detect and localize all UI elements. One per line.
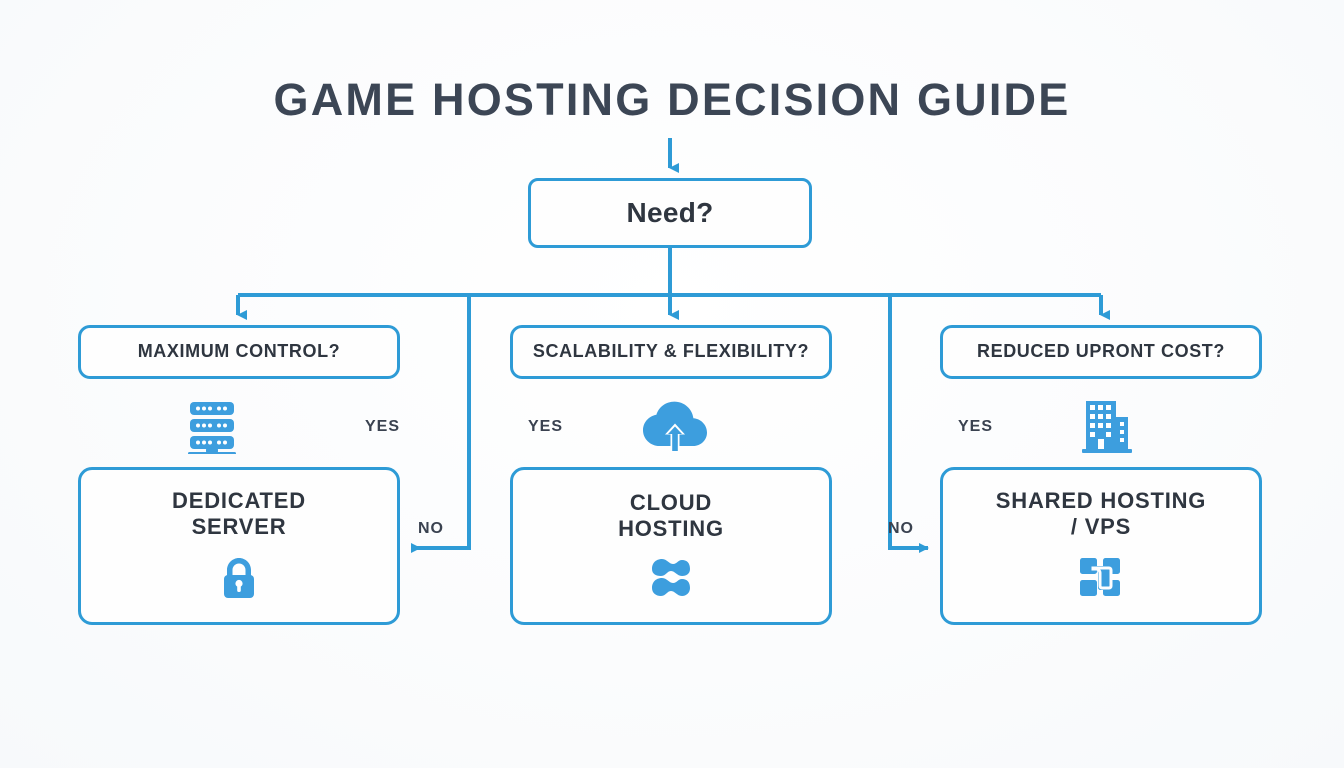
node-result-shared-hosting-vps[interactable]: SHARED HOSTING / VPS [940, 467, 1262, 625]
node-question-maximum-control-label: MAXIMUM CONTROL? [137, 341, 341, 362]
office-building-icon [1080, 399, 1134, 455]
page-title: GAME HOSTING DECISION GUIDE [273, 74, 1071, 125]
branch-yes-label-scalability-flexibility: YES [528, 418, 564, 435]
cloud-upload-icon [642, 401, 708, 453]
node-question-scalability-flexibility-label: SCALABILITY & FLEXIBILITY? [532, 341, 810, 362]
node-result-shared-hosting-vps-label: SHARED HOSTING / VPS [996, 488, 1206, 540]
node-result-shared-hosting-vps-line1: SHARED HOSTING [995, 488, 1207, 514]
edge-no-right [888, 296, 929, 553]
node-question-maximum-control[interactable]: MAXIMUM CONTROL? [78, 325, 400, 379]
vps-blocks-icon [1078, 556, 1124, 600]
edge-label-no-right: NO [888, 520, 914, 537]
node-result-cloud-hosting-line1: CLOUD [629, 490, 713, 516]
node-result-cloud-hosting-label: CLOUD HOSTING [618, 490, 724, 542]
node-need[interactable]: Need? [528, 178, 812, 248]
server-rack-icon [186, 400, 238, 454]
node-result-cloud-hosting[interactable]: CLOUD HOSTING [510, 467, 832, 625]
node-result-shared-hosting-vps-line2: / VPS [1070, 514, 1132, 539]
node-result-dedicated-server-label: DEDICATED SERVER [172, 488, 306, 540]
branch-yes-row-scalability-flexibility: YES [528, 396, 708, 458]
edge-label-no-left: NO [418, 520, 444, 537]
node-need-label: Need? [626, 197, 714, 229]
padlock-icon [220, 556, 258, 600]
branch-yes-row-reduced-upfront-cost: YES [958, 396, 1134, 458]
node-question-reduced-upfront-cost-label: REDUCED UPRONT COST? [976, 341, 1225, 362]
branch-yes-label-reduced-upfront-cost: YES [958, 418, 994, 435]
node-question-scalability-flexibility[interactable]: SCALABILITY & FLEXIBILITY? [510, 325, 832, 379]
branch-yes-row-maximum-control: YES [186, 396, 400, 458]
node-question-reduced-upfront-cost[interactable]: REDUCED UPRONT COST? [940, 325, 1262, 379]
node-result-dedicated-server-line2: SERVER [191, 514, 287, 539]
wave-icon [649, 558, 693, 598]
node-result-cloud-hosting-line2: HOSTING [618, 516, 724, 541]
branch-yes-label-maximum-control: YES [364, 418, 400, 435]
node-result-dedicated-server[interactable]: DEDICATED SERVER [78, 467, 400, 625]
node-result-dedicated-server-line1: DEDICATED [172, 488, 306, 514]
edge-no-left [411, 296, 471, 553]
